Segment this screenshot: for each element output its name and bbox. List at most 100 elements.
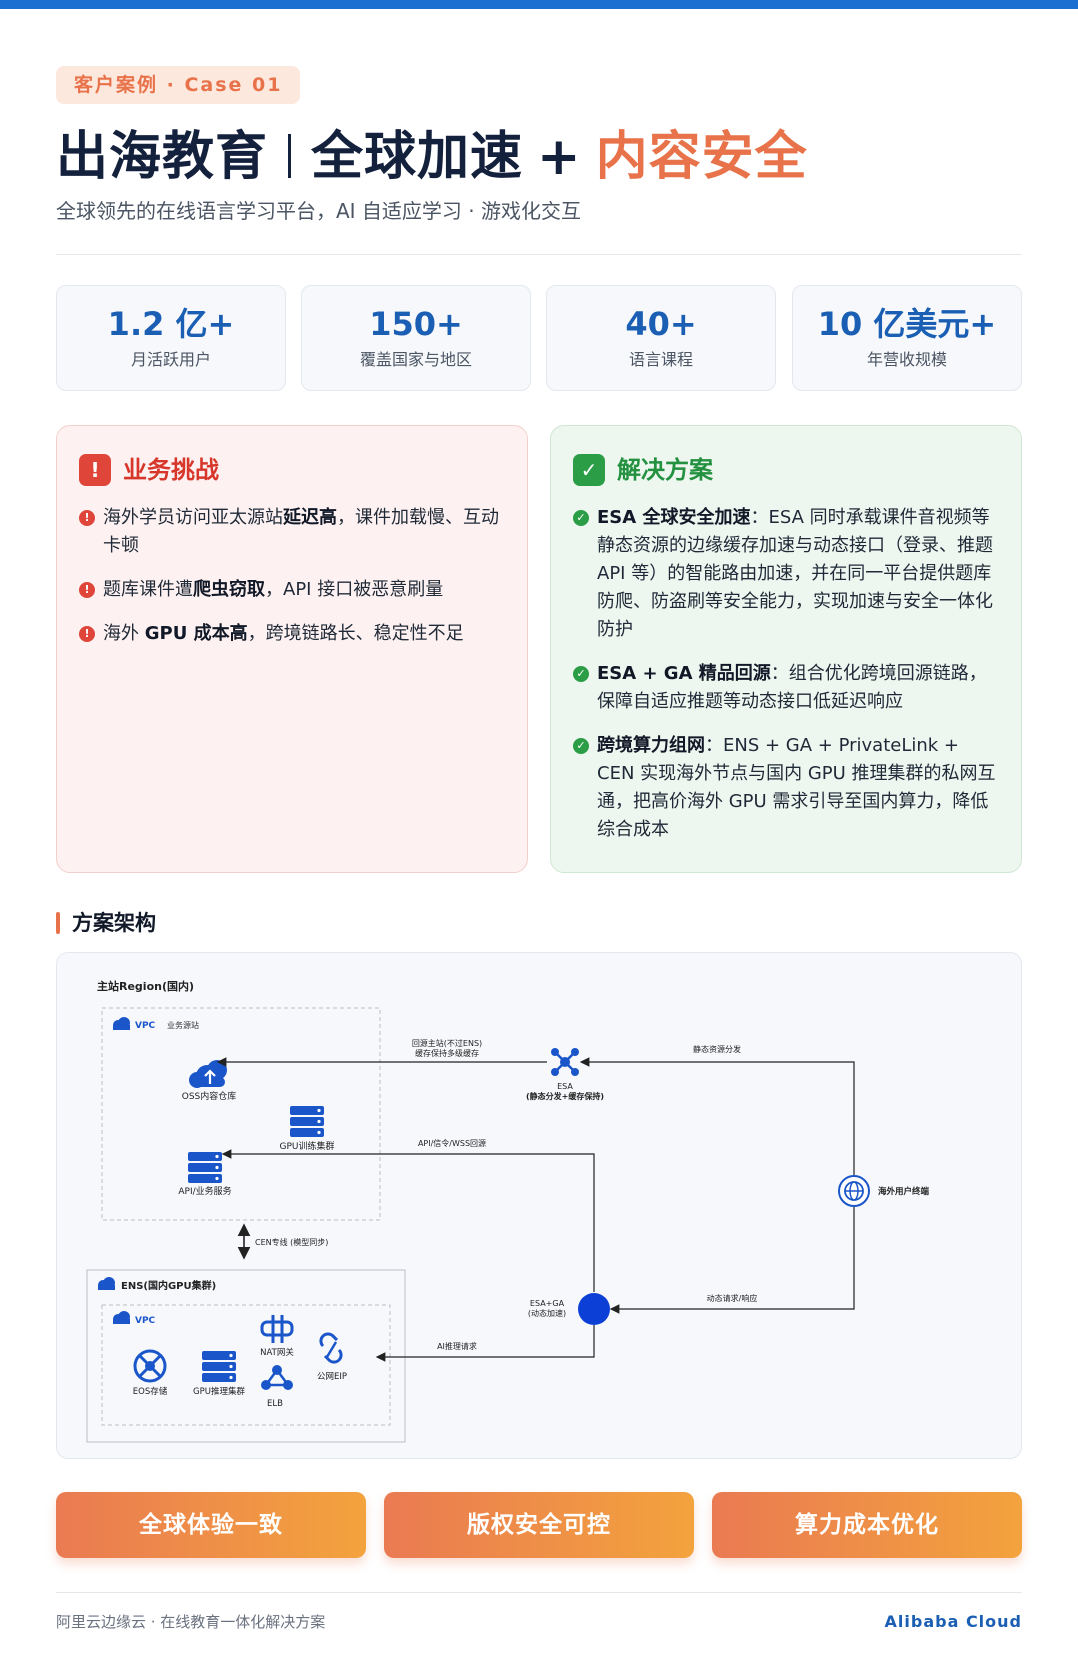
solution-item: ✓ESA 全球安全加速：ESA 同时承载课件音视频等静态资源的边缘缓存加速与动态… [573,504,999,644]
item-text: ：ESA 同时承载课件音视频等静态资源的边缘缓存加速与动态接口（登录、推题 AP… [597,507,993,640]
stats-row: 1.2 亿+ 月活跃用户 150+ 覆盖国家与地区 40+ 语言课程 10 亿美… [56,285,1022,391]
alert-dot-icon: ! [79,510,95,526]
stat-label: 语言课程 [628,350,693,369]
cloud-icon [113,1017,130,1030]
challenge-title: 业务挑战 [123,456,219,484]
section-title-text: 方案架构 [72,911,156,935]
item-text: 题库课件遭 [103,579,193,600]
stat-card-revenue: 10 亿美元+ 年营收规模 [792,285,1022,391]
solution-item: ✓ ESA + GA 精品回源：组合优化跨境回源链路，保障自适应推题等动态接口低延… [573,660,999,716]
item-text: ：组合优化跨境回源链路，保障自适应推题等动态接口低延迟响应 [597,663,987,712]
benefit-button-compute-cost[interactable]: 算力成本优化 [712,1492,1022,1558]
item-bold: 爬虫窃取 [193,579,265,600]
esa-ga-label: ESA+GA [530,1299,565,1308]
item-text: 海外 [103,623,145,644]
item-text: 海外学员访问亚太源站 [103,507,283,528]
vpc1-sub-label: 业务源站 [167,1020,199,1030]
brand-logo-text: Alibaba Cloud [884,1612,1022,1631]
stat-value: 150+ [369,305,463,343]
title-highlight: 内容安全 [595,127,808,187]
vpc2-box [101,1304,391,1426]
edge-dynamic [609,1207,855,1314]
edge-api-label: API/信令/WSS回源 [418,1138,486,1148]
top-accent-bar [0,0,1078,9]
solution-item: ✓ 跨境算力组网：ENS + GA + PrivateLink + CEN 实现海… [573,732,999,844]
stat-value: 40+ [625,305,697,343]
esa-label: ESA [557,1082,573,1091]
stat-value: 10 亿美元+ [817,305,997,343]
edge-dynamic-label: 动态请求/响应 [707,1293,758,1303]
stat-card-countries: 150+ 覆盖国家与地区 [301,285,531,391]
stat-label: 年营收规模 [866,350,947,369]
alert-icon: ! [79,454,111,486]
elb-icon [261,1365,293,1390]
eos-storage-icon [133,1349,167,1383]
esa-ga-node-icon [578,1293,610,1325]
check-icon: ✓ [573,454,605,486]
check-dot-icon: ✓ [573,666,589,682]
challenge-item: ! 海外学员访问亚太源站延迟高，课件加载慢、互动卡顿 [79,504,505,560]
challenge-card: ! 业务挑战 ! 海外学员访问亚太源站延迟高，课件加载慢、互动卡顿 ! 题库课件遭爬… [56,425,528,873]
item-text: ：ENS + GA + PrivateLink + CEN 实现海外节点与国内 … [597,735,996,840]
cloud-icon [98,1277,115,1290]
edge-api [221,1149,595,1292]
cloud-icon [113,1311,130,1324]
vpc2-label: VPC [135,1316,156,1326]
arch-section-title: 方案架构 [56,910,156,936]
check-dot-icon: ✓ [573,738,589,754]
api-service-label: API/业务服务 [178,1185,231,1197]
server-icon-api [188,1152,222,1183]
check-dot-icon: ✓ [573,510,589,526]
edge-static-label: 静态资源分发 [693,1044,741,1054]
title-part1: 出海教育 [56,127,269,187]
benefit-button-copyright-security[interactable]: 版权安全可控 [384,1492,694,1558]
challenge-list: ! 海外学员访问亚太源站延迟高，课件加载慢、互动卡顿 ! 题库课件遭爬虫窃取，API… [79,504,505,664]
ens-region-box [86,1269,406,1443]
oss-cloud-icon [189,1060,227,1088]
elb-label: ELB [267,1399,283,1409]
item-text: ，课件加载慢、互动卡顿 [103,507,499,556]
solution-card: ✓ 解决方案 ✓ESA 全球安全加速：ESA 同时承载课件音视频等静态资源的边缘… [550,425,1022,873]
esa-ga-sub-label: (动态加速) [528,1308,566,1318]
ens-region-label: ENS(国内GPU集群) [121,1279,216,1292]
challenge-item: ! 题库课件遭爬虫窃取，API 接口被恶意刷量 [79,576,505,604]
stat-card-courses: 40+ 语言课程 [546,285,776,391]
item-bold: 跨境算力组网 [597,735,705,756]
vpc1-box [101,1007,381,1221]
eip-label: 公网EIP [317,1372,347,1382]
stat-label: 覆盖国家与地区 [359,350,472,369]
benefit-button-global-experience[interactable]: 全球体验一致 [56,1492,366,1558]
page-title: 出海教育全球加速+内容安全 [56,122,808,192]
edge-static [579,1057,855,1175]
case-tag: 客户案例 · Case 01 [56,66,301,104]
server-icon-gpu-infer [202,1351,236,1382]
footer-text: 阿里云边缘云 · 在线教育一体化解决方案 [56,1613,326,1631]
edge-ai [375,1325,595,1362]
item-text: ，API 接口被恶意刷量 [265,579,444,600]
eip-icon [319,1332,343,1364]
esa-sub-label: (静态分发+缓存保持) [526,1091,604,1101]
oss-label: OSS内容仓库 [182,1090,237,1102]
architecture-svg: 主站Region(国内) VPC 业务源站 OSS内容仓库 GPU训练集群 [86,979,930,1443]
stat-card-users: 1.2 亿+ 月活跃用户 [56,285,286,391]
stat-value: 1.2 亿+ [107,305,235,343]
edge-origin-label-2: 缓存保持多级缓存 [415,1048,479,1058]
esa-node-icon [551,1048,579,1076]
item-bold: 延迟高 [283,507,337,528]
gpu-train-label: GPU训练集群 [280,1140,335,1152]
vpc1-label: VPC [135,1021,156,1031]
eos-label: EOS存储 [133,1386,168,1397]
footer-divider [56,1592,1022,1593]
item-bold: ESA + GA 精品回源 [597,663,771,684]
benefit-buttons: 全球体验一致 版权安全可控 算力成本优化 [56,1492,1022,1558]
alert-dot-icon: ! [79,582,95,598]
cen-label: CEN专线 (模型同步) [255,1237,328,1247]
alert-dot-icon: ! [79,626,95,642]
header-divider [56,254,1022,255]
title-separator [288,134,292,178]
solution-list: ✓ESA 全球安全加速：ESA 同时承载课件音视频等静态资源的边缘缓存加速与动态… [573,504,999,860]
challenge-item: !海外 GPU 成本高，跨境链路长、稳定性不足 [79,620,505,648]
gpu-infer-label: GPU推理集群 [193,1386,245,1397]
edge-origin-label-1: 回源主站(不过ENS) [412,1038,482,1048]
stat-label: 月活跃用户 [130,350,211,369]
